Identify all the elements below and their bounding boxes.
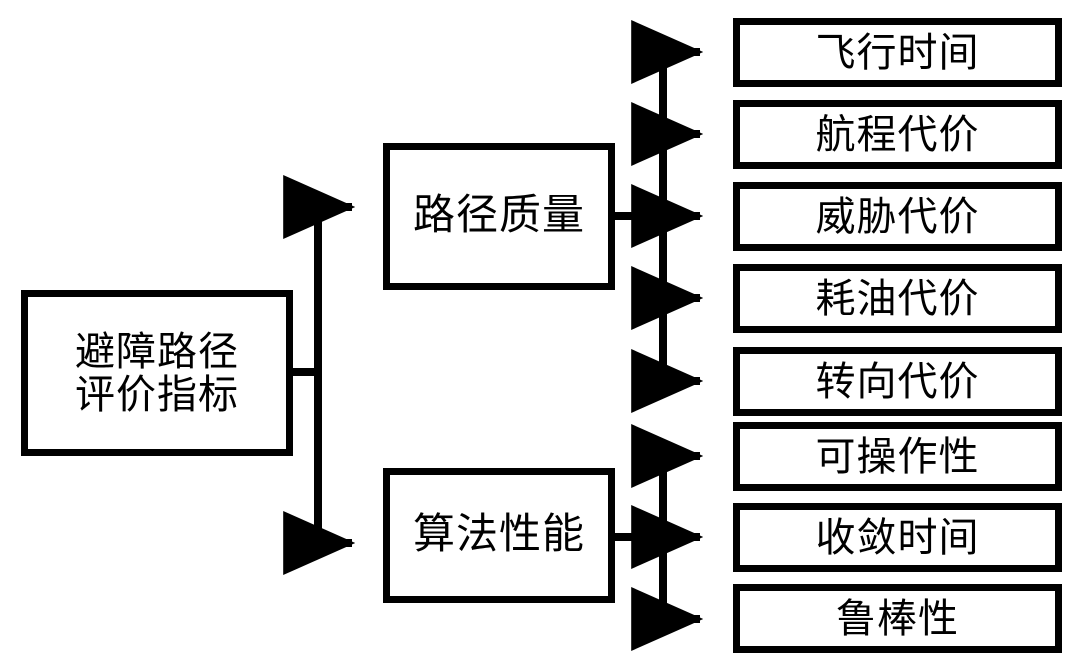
node-leaf-turn-cost-label: 转向代价 <box>815 358 980 404</box>
node-leaf-turn-cost[interactable]: 转向代价 <box>733 347 1062 416</box>
node-root-label: 避障路径 评价指标 <box>75 328 239 417</box>
connector-root-to-branches <box>283 175 356 575</box>
node-leaf-robustness-label: 鲁棒性 <box>836 595 959 641</box>
node-leaf-convergence-time-label: 收敛时间 <box>815 514 980 560</box>
node-leaf-threat-cost[interactable]: 威胁代价 <box>733 182 1062 251</box>
node-leaf-operability[interactable]: 可操作性 <box>733 422 1062 491</box>
node-branch-path-quality-label: 路径质量 <box>412 192 585 239</box>
node-leaf-convergence-time[interactable]: 收敛时间 <box>733 503 1062 572</box>
node-leaf-flight-time-label: 飞行时间 <box>815 29 980 75</box>
connector-algorithm-performance-to-leaves <box>615 424 704 651</box>
node-branch-path-quality[interactable]: 路径质量 <box>383 143 615 290</box>
connector-path-quality-to-leaves <box>615 20 704 413</box>
node-leaf-range-cost-label: 航程代价 <box>815 111 980 157</box>
node-root-avoidance-path-evaluation-index[interactable]: 避障路径 评价指标 <box>21 290 293 456</box>
node-leaf-range-cost[interactable]: 航程代价 <box>733 100 1062 169</box>
node-leaf-threat-cost-label: 威胁代价 <box>815 193 980 239</box>
node-leaf-fuel-cost[interactable]: 耗油代价 <box>733 264 1062 333</box>
node-leaf-operability-label: 可操作性 <box>815 433 980 479</box>
node-leaf-robustness[interactable]: 鲁棒性 <box>733 584 1062 653</box>
node-leaf-fuel-cost-label: 耗油代价 <box>815 275 980 321</box>
node-leaf-flight-time[interactable]: 飞行时间 <box>733 18 1062 87</box>
node-branch-algorithm-performance[interactable]: 算法性能 <box>383 468 615 603</box>
node-branch-algorithm-performance-label: 算法性能 <box>412 511 585 558</box>
